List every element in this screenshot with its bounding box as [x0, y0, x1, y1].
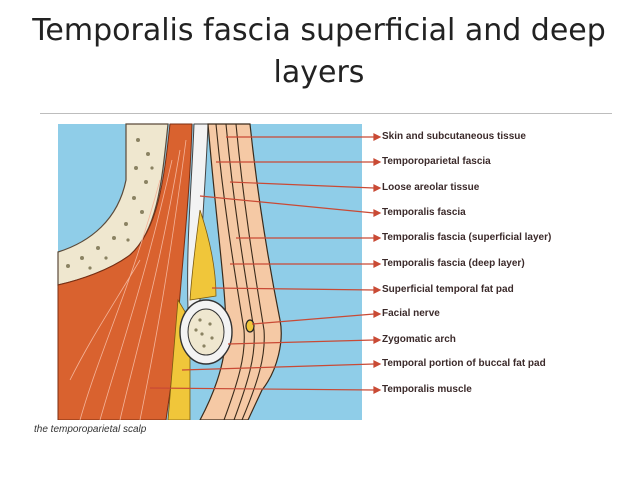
title-line-2: layers: [273, 55, 365, 90]
deep-fascia-band: [187, 123, 209, 312]
label-buccal-fat-pad: Temporal portion of buccal fat pad: [382, 358, 546, 369]
label-fascia-superficial: Temporalis fascia (superficial layer): [382, 232, 552, 243]
label-facial-nerve: Facial nerve: [382, 308, 440, 319]
label-zygomatic-arch: Zygomatic arch: [382, 334, 456, 345]
label-superficial-fat-pad: Superficial temporal fat pad: [382, 284, 514, 295]
label-temporalis-fascia: Temporalis fascia: [382, 207, 466, 218]
slide-title: Temporalis fascia superficial and deep l…: [0, 10, 638, 94]
fascia-lines: [215, 123, 265, 420]
temporalis-muscle: [57, 123, 193, 420]
anatomy-diagram: [57, 123, 382, 420]
bone-speckles: [66, 138, 154, 270]
label-temporalis-muscle: Temporalis muscle: [382, 384, 472, 395]
superficial-fat-pad: [189, 209, 217, 301]
muscle-fibers: [69, 139, 187, 420]
label-skin: Skin and subcutaneous tissue: [382, 131, 526, 142]
zygomatic-arch: [179, 299, 233, 365]
facial-nerve: [245, 319, 255, 333]
label-fascia-deep: Temporalis fascia (deep layer): [382, 258, 525, 269]
title-divider: [40, 113, 612, 114]
title-line-1: Temporalis fascia superficial and deep: [32, 13, 606, 48]
figure-caption: the temporoparietal scalp: [34, 424, 147, 435]
label-loose-areolar: Loose areolar tissue: [382, 182, 480, 193]
label-temporoparietal-fascia: Temporoparietal fascia: [382, 156, 491, 167]
leader-lines: [149, 133, 382, 394]
